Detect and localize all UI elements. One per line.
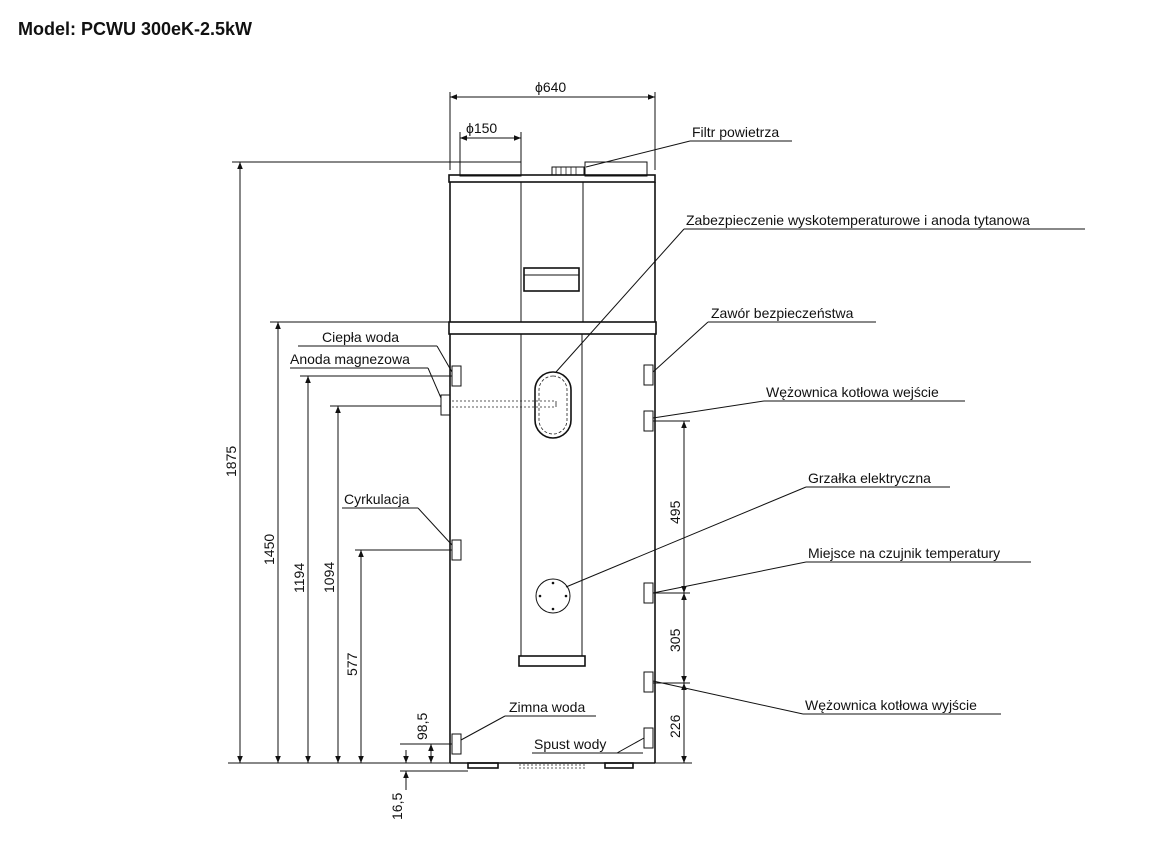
dim-1194: 1194 — [291, 563, 307, 593]
label-drain: Spust wody — [534, 736, 606, 752]
foot-right — [604, 762, 634, 769]
stub-circulation — [451, 539, 462, 561]
label-safety-valve: Zawór bezpieczeństwa — [711, 305, 854, 321]
dim-1875: 1875 — [223, 446, 239, 477]
foot-left — [467, 762, 499, 769]
titanium-anode-oval — [534, 371, 572, 439]
dim-phi-640: ϕ640 — [535, 79, 566, 95]
connection-stubs — [440, 364, 654, 755]
dim-226: 226 — [667, 714, 683, 738]
leader-lines — [290, 140, 1085, 754]
dim-495: 495 — [667, 500, 683, 524]
middle-band — [448, 321, 657, 335]
stub-drain — [643, 727, 654, 749]
label-high-temp-protection: Zabezpieczenie wyskotemperaturowe i anod… — [686, 212, 1030, 228]
stub-safety-valve — [643, 364, 654, 386]
label-magnesium-anode: Anoda magnezowa — [290, 351, 410, 367]
dim-305: 305 — [667, 628, 683, 652]
dim-16-5: 16,5 — [389, 793, 405, 820]
dim-phi-150: ϕ150 — [466, 120, 497, 136]
label-air-filter: Filtr powietrza — [692, 124, 779, 140]
stub-cold-water — [451, 733, 462, 755]
tank-body — [448, 161, 657, 769]
electric-heater-circle — [535, 578, 571, 614]
label-electric-heater: Grzałka elektryczna — [808, 470, 931, 486]
stub-magnesium-anode — [440, 394, 451, 416]
inner-column-base — [518, 655, 586, 667]
label-coil-outlet: Wężownica kotłowa wyjście — [805, 697, 977, 713]
label-cold-water: Zimna woda — [509, 699, 585, 715]
label-coil-inlet: Wężownica kotłowa wejście — [766, 384, 939, 400]
stub-hot-water — [451, 365, 462, 387]
dim-577: 577 — [344, 652, 360, 676]
control-panel — [523, 267, 580, 292]
stub-temp-sensor — [643, 582, 654, 604]
dim-98-5: 98,5 — [414, 713, 430, 740]
dim-1450: 1450 — [261, 534, 277, 565]
top-band — [448, 174, 656, 183]
top-cap-left — [459, 161, 522, 177]
model-title: Model: PCWU 300eK-2.5kW — [18, 19, 252, 39]
dimension-texts: ϕ640 ϕ150 1875 1450 1194 1094 577 98,5 1… — [223, 79, 683, 820]
air-filter-grille — [551, 166, 585, 176]
stub-coil-outlet — [643, 671, 654, 693]
label-hot-water: Ciepła woda — [322, 329, 399, 345]
labels: Filtr powietrza Zabezpieczenie wyskotemp… — [290, 124, 1030, 752]
label-temp-sensor-place: Miejsce na czujnik temperatury — [808, 545, 1000, 561]
stub-coil-inlet — [643, 410, 654, 432]
top-cap-right — [584, 161, 648, 177]
dim-1094: 1094 — [321, 562, 337, 593]
label-circulation: Cyrkulacja — [344, 491, 410, 507]
dimension-lines — [228, 92, 692, 790]
